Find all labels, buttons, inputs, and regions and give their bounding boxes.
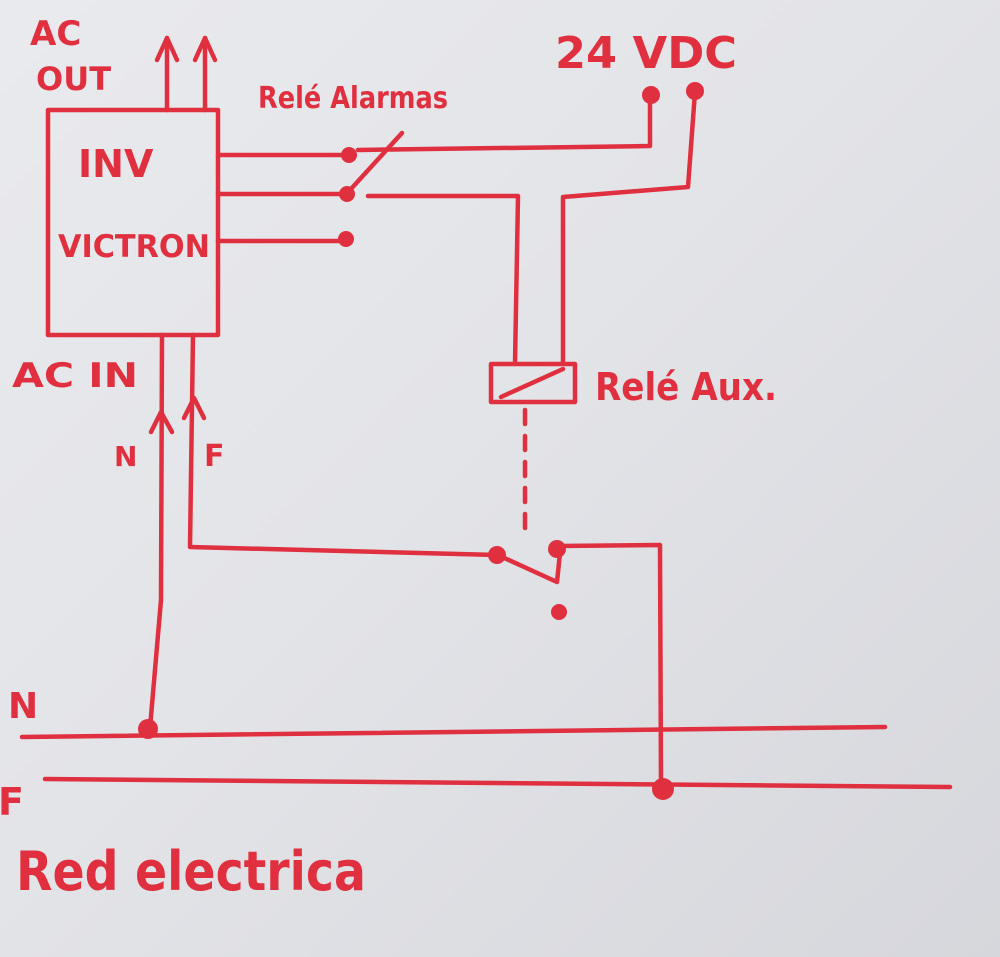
alarm-contact-1 — [341, 147, 357, 163]
ac-out-arrows — [154, 35, 218, 113]
grid-label: Red electrica — [16, 840, 366, 903]
aux-relay-label: Relé Aux. — [595, 365, 777, 409]
aux-phase-wire — [554, 542, 664, 788]
alarm-contact-3 — [338, 231, 354, 247]
ac-out-label-2: OUT — [36, 60, 111, 98]
ac-out-label-1: AC — [30, 14, 81, 54]
aux-contact-no — [548, 540, 566, 558]
vdc-wire-1 — [355, 92, 653, 153]
aux-contact-nc — [551, 604, 567, 620]
aux-relay-coil — [488, 361, 578, 405]
neutral-in-label: N — [114, 440, 137, 473]
ac-in-neutral-wire — [147, 332, 175, 731]
ac-in-label: AC IN — [12, 356, 138, 396]
neutral-junction — [138, 719, 158, 739]
phase-junction — [652, 778, 674, 800]
grid-neutral-label: N — [8, 686, 38, 727]
aux-switch-blade — [497, 550, 563, 585]
coil-wire — [365, 193, 521, 367]
aux-contact-common — [488, 546, 506, 564]
alarm-switch-blade — [347, 130, 405, 193]
supply-label: 24 VDC — [555, 28, 737, 79]
ac-in-phase-wire — [181, 332, 500, 558]
inverter-box — [45, 107, 221, 338]
vdc-wire-2 — [560, 89, 698, 366]
grid-phase-label: F — [0, 780, 24, 824]
grid-neutral-line — [19, 724, 888, 740]
grid-phase-line — [42, 776, 953, 790]
inverter-label-2: VICTRON — [58, 229, 210, 265]
phase-in-label: F — [204, 439, 225, 474]
alarm-relay-label: Relé Alarmas — [258, 81, 448, 116]
inverter-label-1: INV — [78, 142, 154, 186]
